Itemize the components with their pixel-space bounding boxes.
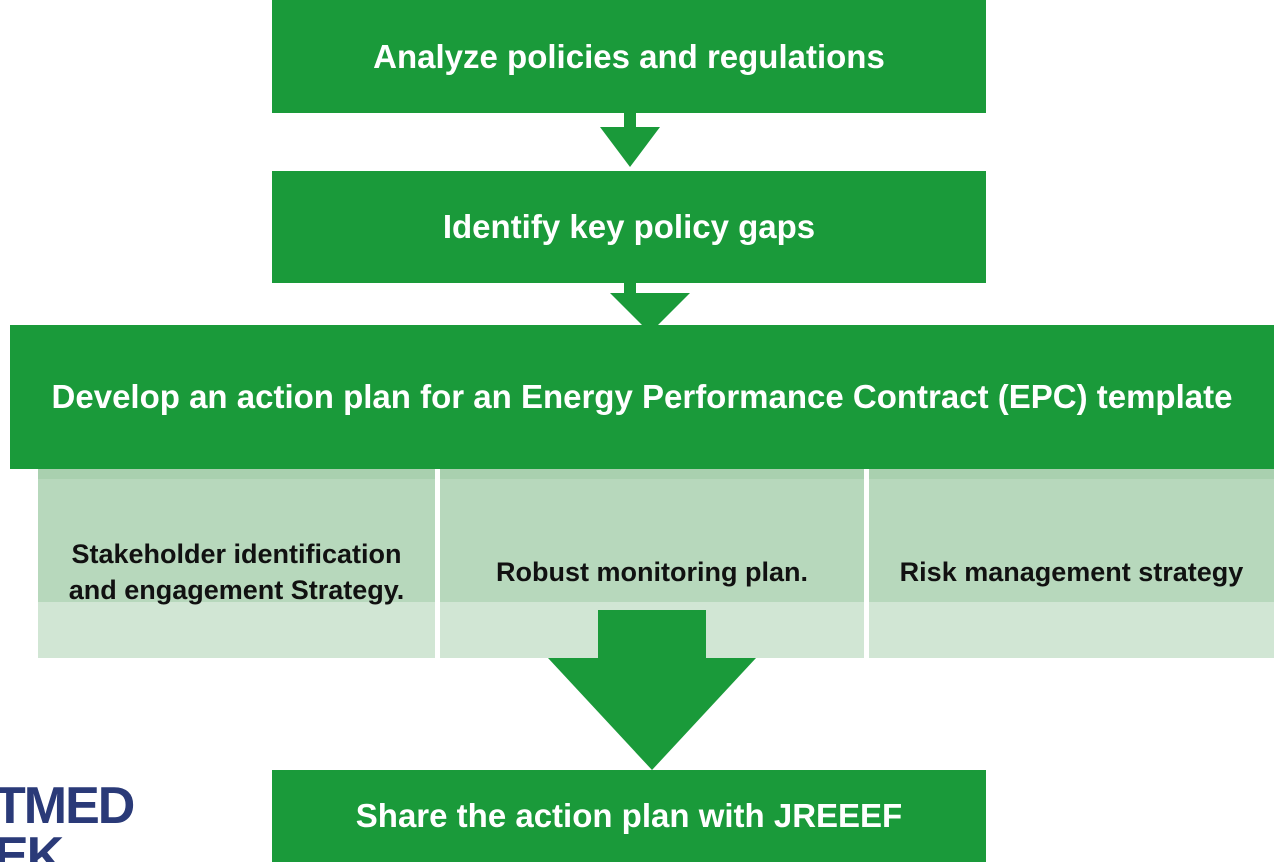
component-risk: Risk management strategy [869, 469, 1274, 658]
arrow-3 [548, 658, 756, 770]
arrow-1-stem [624, 113, 636, 131]
step-identify-gaps-label: Identify key policy gaps [442, 208, 816, 245]
step-develop-action-plan-label: Develop an action plan for an Energy Per… [51, 377, 1233, 415]
logo-line1: TMED [0, 780, 135, 835]
step-identify-gaps: Identify key policy gaps [272, 171, 986, 283]
step-analyze-policies-label: Analyze policies and regulations [373, 37, 885, 75]
arrow-1 [600, 127, 660, 167]
step-develop-action-plan: Develop an action plan for an Energy Per… [10, 325, 1274, 469]
step-analyze-policies: Analyze policies and regulations [272, 0, 986, 113]
logo: TMED EK [0, 780, 160, 862]
component-stakeholder: Stakeholder identification and engagemen… [38, 469, 435, 658]
step-share-plan-label: Share the action plan with JREEEF [355, 797, 903, 834]
component-monitoring-label: Robust monitoring plan. [496, 556, 808, 587]
arrow-3-stem [598, 610, 706, 660]
step-share-plan: Share the action plan with JREEEF [272, 770, 986, 862]
component-stakeholder-label: Stakeholder identification and engagemen… [68, 539, 405, 605]
logo-line2: EK [0, 827, 64, 862]
arrow-2-stem [624, 283, 636, 293]
component-risk-label: Risk management strategy [899, 556, 1244, 587]
action-plan-components: Stakeholder identification and engagemen… [38, 469, 1274, 658]
